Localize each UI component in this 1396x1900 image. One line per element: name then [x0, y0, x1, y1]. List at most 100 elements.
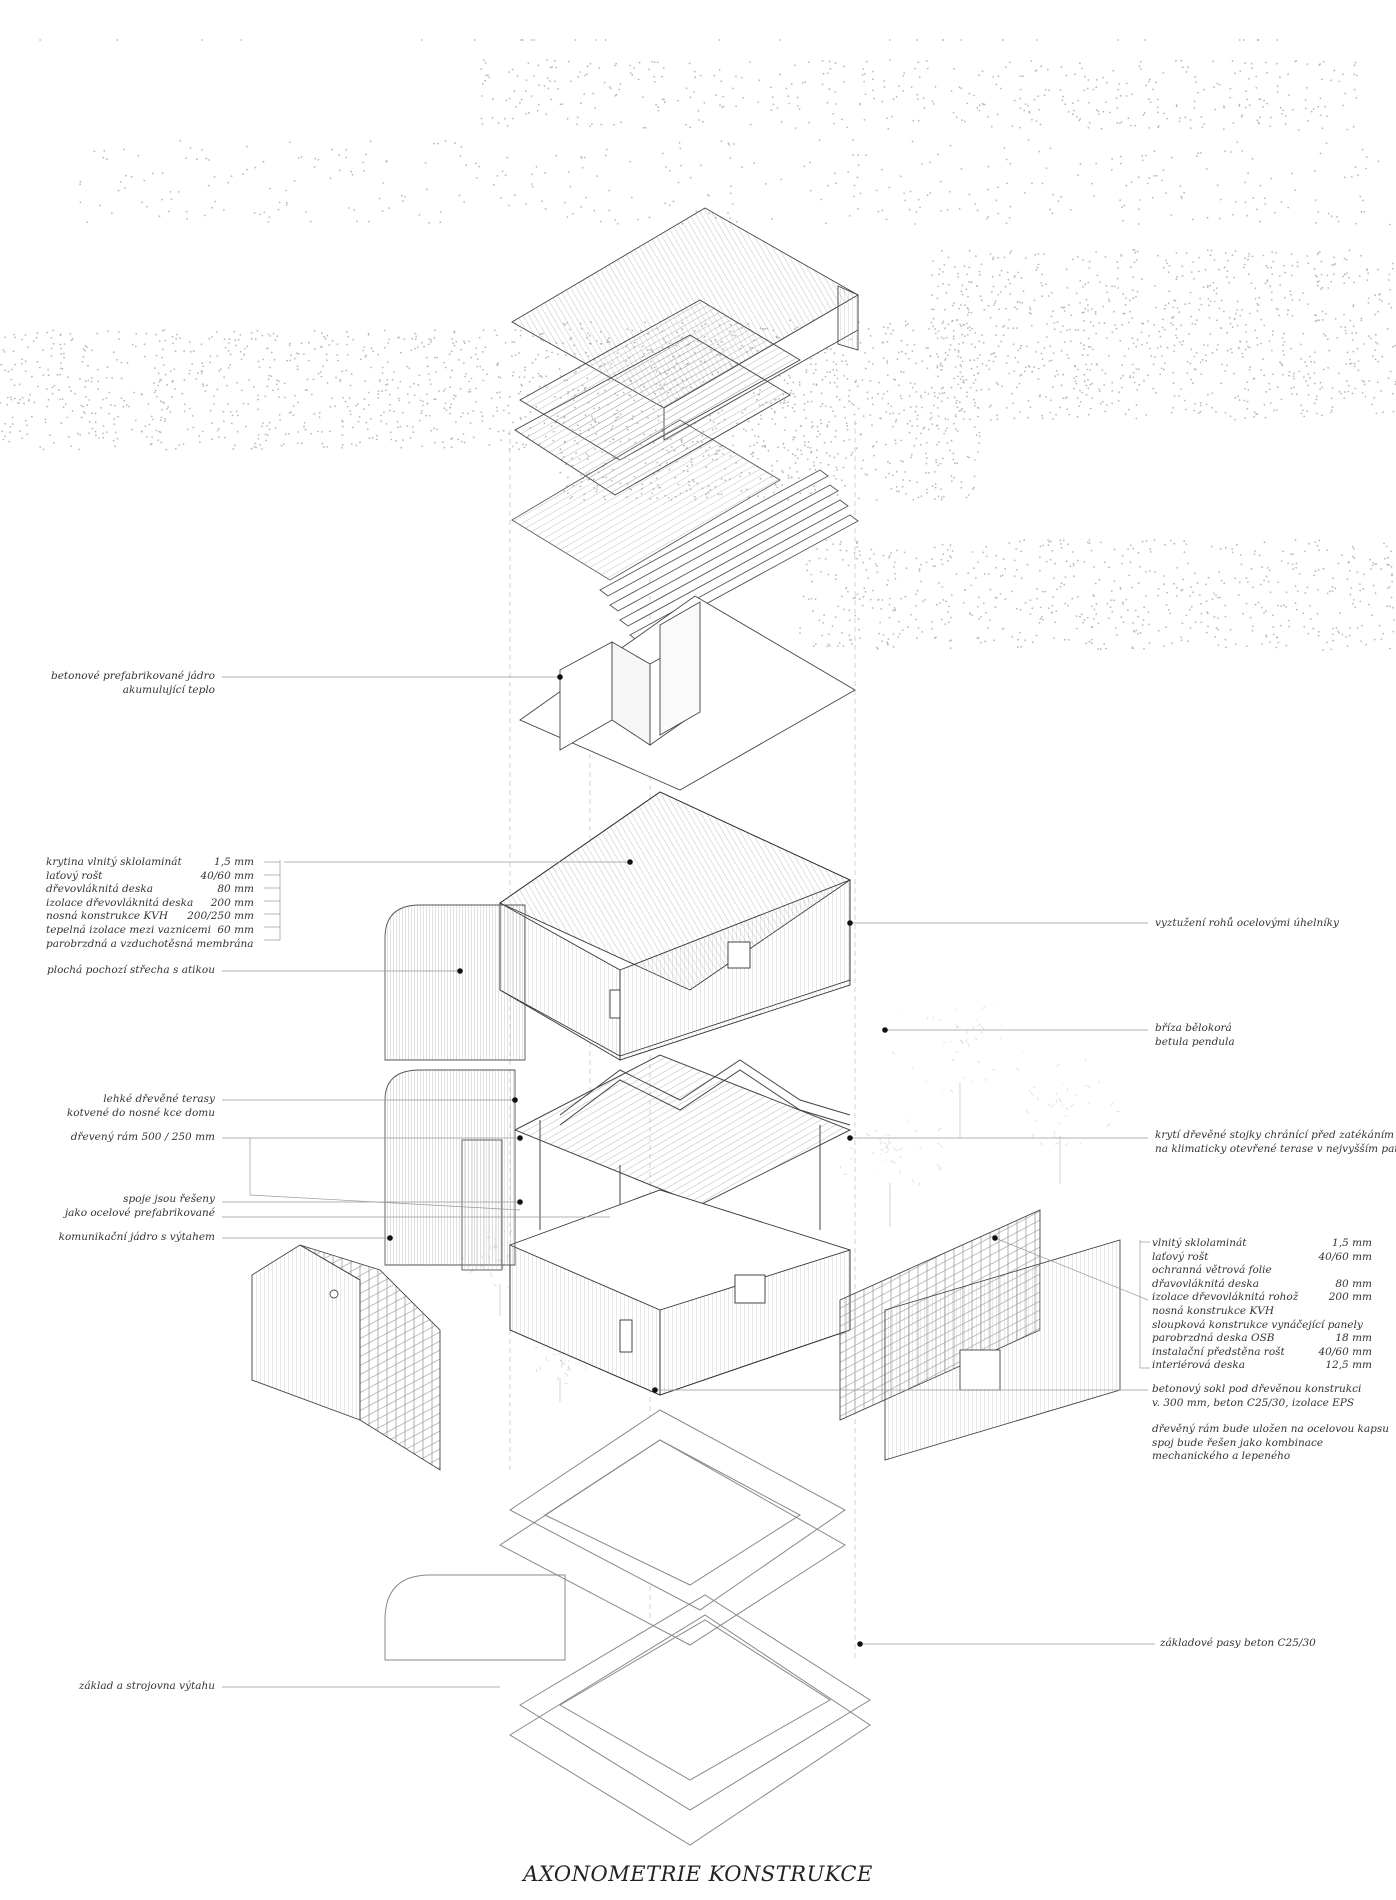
- spec-layer-value: 200 mm: [210, 896, 254, 909]
- label-plinth-line1: betonový sokl pod dřevěnou konstrukci: [1152, 1383, 1362, 1395]
- label-posts-line1: krytí dřevěné stojky chránící před zaték…: [1155, 1129, 1396, 1141]
- spec-row: tepelná izolace mezi vaznicemi 60 mm: [46, 924, 254, 938]
- label-plinth-line2: v. 300 mm, beton C25/30, izolace EPS: [1152, 1396, 1355, 1409]
- label-comm-core: komunikační jádro s výtahem: [40, 1231, 215, 1245]
- leader-dots: [387, 674, 998, 1647]
- spec-layer-name: nosná konstrukce KVH: [46, 910, 169, 923]
- label-pocket-line1: dřevěný rám bude uložen na ocelovou kaps…: [1152, 1423, 1390, 1435]
- spec-row: laťový rošt 40/60 mm: [46, 870, 254, 884]
- spec-row: interiérová deska 12,5 mm: [1152, 1359, 1372, 1373]
- spec-layer-name: izolace dřevovláknitá deska: [46, 896, 194, 909]
- spec-row: parobrzdná deska OSB 18 mm: [1152, 1332, 1372, 1346]
- label-terraces-line1: lehké dřevěné terasy: [103, 1093, 215, 1105]
- spec-row: nosná konstrukce KVH: [1152, 1305, 1372, 1319]
- label-terraces-line2: kotvené do nosné kce domu: [66, 1106, 215, 1119]
- label-pocket: dřevěný rám bude uložen na ocelovou kaps…: [1152, 1423, 1389, 1464]
- label-footings: základové pasy beton C25/30: [1160, 1637, 1316, 1651]
- spec-layer-value: 12,5 mm: [1325, 1359, 1372, 1372]
- spec-row: nosná konstrukce KVH 200/250 mm: [46, 910, 254, 924]
- spec-layer-name: nosná konstrukce KVH: [1152, 1304, 1275, 1317]
- spec-layer-name: krytina vlnitý sklolaminát: [46, 856, 182, 868]
- concrete-core-slab: [519, 595, 856, 791]
- label-elevator-base-text: základ a strojovna výtahu: [78, 1680, 215, 1692]
- top-roof: [511, 207, 859, 581]
- spec-row: izolace dřevovláknitá rohož 200 mm: [1152, 1291, 1372, 1305]
- wall-spec-bracket: [1139, 1240, 1150, 1369]
- label-terraces: lehké dřevěné terasy kotvené do nosné kc…: [40, 1093, 215, 1120]
- spec-layer-value: 18 mm: [1335, 1332, 1372, 1345]
- leader-lines: [222, 676, 1155, 1688]
- spec-layer-name: instalační předstěna rošt: [1152, 1345, 1285, 1358]
- label-posts: krytí dřevěné stojky chránící před zaték…: [1155, 1129, 1396, 1156]
- spec-layer-name: interiérová deska: [1152, 1359, 1245, 1372]
- house-lower: [509, 1189, 851, 1396]
- spec-layer-value: 40/60 mm: [200, 869, 254, 882]
- spec-layer-value: 1,5 mm: [214, 856, 254, 868]
- foundation-strips: [384, 1574, 871, 1846]
- spec-layer-value: 80 mm: [217, 883, 254, 896]
- label-elevator-base: základ a strojovna výtahu: [40, 1680, 215, 1694]
- spec-layer-value: 80 mm: [1335, 1277, 1372, 1290]
- spec-layer-value: 200/250 mm: [187, 910, 254, 923]
- spec-row: instalační předstěna rošt 40/60 mm: [1152, 1346, 1372, 1360]
- tree-cluster: [461, 1005, 1120, 1402]
- label-birch: bříza bělokorá betula pendula: [1155, 1022, 1235, 1049]
- label-plinth: betonový sokl pod dřevěnou konstrukci v.…: [1152, 1383, 1361, 1410]
- spec-layer-value: 1,5 mm: [1332, 1237, 1372, 1249]
- spec-layer-name: izolace dřevovláknitá rohož: [1152, 1291, 1299, 1304]
- label-flat-roof: plochá pochozí střecha s atikou: [40, 964, 215, 978]
- spec-layer-name: parobrzdná a vzduchotěsná membrána: [46, 937, 254, 950]
- label-birch-line1: bříza bělokorá: [1155, 1022, 1232, 1034]
- spec-layer-name: parobrzdná deska OSB: [1152, 1332, 1275, 1345]
- label-posts-line2: na klimaticky otevřené terase v nejvyšší…: [1155, 1142, 1396, 1155]
- spec-layer-name: laťový rošt: [1152, 1250, 1209, 1263]
- label-footings-text: základové pasy beton C25/30: [1160, 1637, 1316, 1649]
- house-upper: [499, 791, 851, 1061]
- label-corners: vyztužení rohů ocelovými úhelníky: [1155, 917, 1339, 931]
- wall-layers-spec: vlnitý sklolaminát 1,5 mm laťový rošt 40/60…: [1152, 1237, 1372, 1373]
- label-corners-text: vyztužení rohů ocelovými úhelníky: [1155, 917, 1339, 929]
- spec-layer-value: 40/60 mm: [1318, 1250, 1372, 1263]
- spec-layer-name: ochranná větrová folie: [1152, 1264, 1272, 1277]
- label-birch-line2: betula pendula: [1155, 1035, 1235, 1048]
- foundation-plinth: [499, 1409, 846, 1646]
- spec-row: vlnitý sklolaminát 1,5 mm: [1152, 1237, 1372, 1251]
- spec-layer-name: dřavovláknitá deska: [1152, 1277, 1260, 1290]
- spec-row: dřavovláknitá deska 80 mm: [1152, 1278, 1372, 1292]
- spec-layer-name: tepelná izolace mezi vaznicemi: [46, 923, 212, 936]
- label-pocket-line2: spoj bude řešen jako kombinace: [1152, 1436, 1324, 1449]
- page-title: AXONOMETRIE KONSTRUKCE: [523, 1862, 873, 1886]
- label-joints-line1: spoje jsou řešeny: [123, 1193, 215, 1205]
- label-joints: spoje jsou řešeny jako ocelové prefabrik…: [40, 1193, 215, 1220]
- spec-row: izolace dřevovláknitá deska 200 mm: [46, 897, 254, 911]
- spec-layer-name: vlnitý sklolaminát: [1152, 1237, 1247, 1249]
- spec-row: sloupková konstrukce vynáčející panely: [1152, 1319, 1372, 1333]
- label-comm-core-text: komunikační jádro s výtahem: [58, 1231, 215, 1243]
- spec-layer-name: laťový rošt: [46, 869, 103, 882]
- spec-row: dřevovláknitá deska 80 mm: [46, 883, 254, 897]
- label-concrete-core: betonové prefabrikované jádro akumulujíc…: [40, 670, 215, 697]
- right-wall-panel: [839, 1209, 1121, 1461]
- spec-layer-value: 60 mm: [217, 923, 254, 936]
- spec-layer-value: 40/60 mm: [1318, 1345, 1372, 1358]
- label-concrete-core-line2: akumulující teplo: [122, 683, 215, 696]
- label-frame-text: dřevený rám 500 / 250 mm: [70, 1131, 215, 1143]
- spec-layer-value: 200 mm: [1328, 1291, 1372, 1304]
- spec-layer-name: sloupková konstrukce vynáčející panely: [1152, 1318, 1363, 1331]
- label-concrete-core-line1: betonové prefabrikované jádro: [50, 670, 215, 682]
- spec-layer-name: dřevovláknitá deska: [46, 883, 154, 896]
- spec-row: parobrzdná a vzduchotěsná membrána: [46, 938, 254, 952]
- spec-row: ochranná větrová folie: [1152, 1264, 1372, 1278]
- roof-spec-bracket: [264, 860, 281, 941]
- label-joints-line2: jako ocelové prefabrikované: [64, 1206, 215, 1219]
- left-wall-panel: [251, 1244, 441, 1471]
- spec-row: krytina vlnitý sklolaminát 1,5 mm: [46, 856, 254, 870]
- label-pocket-line3: mechanického a lepeného: [1152, 1450, 1291, 1462]
- label-frame: dřevený rám 500 / 250 mm: [40, 1131, 215, 1145]
- stair-tower: [384, 904, 526, 1271]
- spec-row: laťový rošt 40/60 mm: [1152, 1251, 1372, 1265]
- label-flat-roof-text: plochá pochozí střecha s atikou: [47, 964, 215, 976]
- roof-layers-spec: krytina vlnitý sklolaminát 1,5 mm laťový r…: [46, 856, 254, 951]
